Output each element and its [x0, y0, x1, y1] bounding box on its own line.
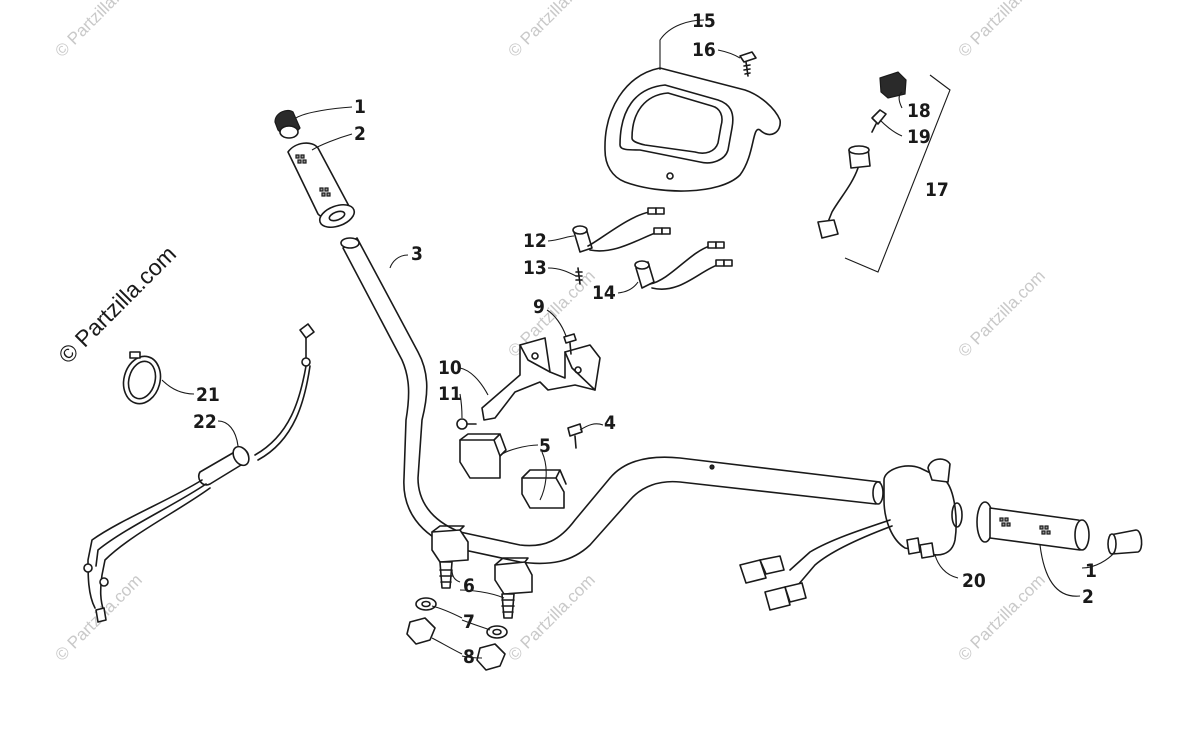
nut-8b [476, 643, 506, 671]
nut-8a [406, 617, 436, 645]
callout-1-left: 1 [354, 96, 366, 118]
riser-6a [431, 525, 469, 589]
clamp-upper-5a [459, 433, 507, 479]
instrument-pod [604, 67, 781, 192]
callout-10: 10 [438, 357, 462, 379]
callout-1-right: 1 [1085, 560, 1097, 582]
watermark-main: © Partzilla.com [53, 241, 181, 369]
watermark-2: © Partzilla.com [504, 0, 598, 61]
callout-19: 19 [907, 126, 931, 148]
washer-7b [486, 625, 508, 639]
callout-3: 3 [411, 243, 423, 265]
callout-12: 12 [523, 230, 547, 252]
callout-14: 14 [592, 282, 616, 304]
right-grip-assembly [976, 501, 1143, 555]
ignition-switch-assembly [817, 71, 951, 273]
callout-2-right: 2 [1082, 586, 1094, 608]
callout-22: 22 [193, 411, 217, 433]
spring-13 [575, 267, 583, 285]
callout-8: 8 [463, 646, 475, 668]
callout-6: 6 [463, 575, 475, 597]
callout-5: 5 [539, 435, 551, 457]
callout-16: 16 [692, 39, 716, 61]
watermark-1: © Partzilla.com [51, 0, 145, 61]
callout-7: 7 [463, 611, 475, 633]
bolt-9 [563, 333, 577, 355]
callout-4: 4 [604, 412, 616, 434]
callout-13: 13 [523, 257, 547, 279]
left-grip-assembly [274, 109, 356, 229]
callout-11: 11 [438, 383, 462, 405]
screw-16 [739, 51, 757, 77]
callout-20: 20 [962, 570, 986, 592]
switch-housing-20 [739, 458, 963, 611]
plug-11 [456, 418, 477, 430]
washer-7a [415, 597, 437, 611]
callout-21: 21 [196, 384, 220, 406]
watermark-5: © Partzilla.com [954, 266, 1048, 360]
switch-14 [634, 241, 733, 290]
leader-lines [161, 19, 1116, 659]
band-clamp-21 [122, 351, 162, 405]
watermark-3: © Partzilla.com [954, 0, 1048, 61]
riser-6b [494, 557, 533, 619]
callout-15: 15 [692, 10, 716, 32]
callout-18: 18 [907, 100, 931, 122]
callout-9: 9 [533, 296, 545, 318]
callout-2-left: 2 [354, 123, 366, 145]
callouts: 1 2 3 4 5 6 7 8 9 10 11 12 13 14 15 16 1… [193, 10, 1097, 668]
handlebar [340, 237, 884, 565]
switch-12 [572, 207, 671, 253]
bolt-4 [567, 423, 583, 449]
throttle-cable-22 [83, 323, 315, 623]
callout-17: 17 [925, 179, 949, 201]
bracket-10 [481, 337, 601, 421]
